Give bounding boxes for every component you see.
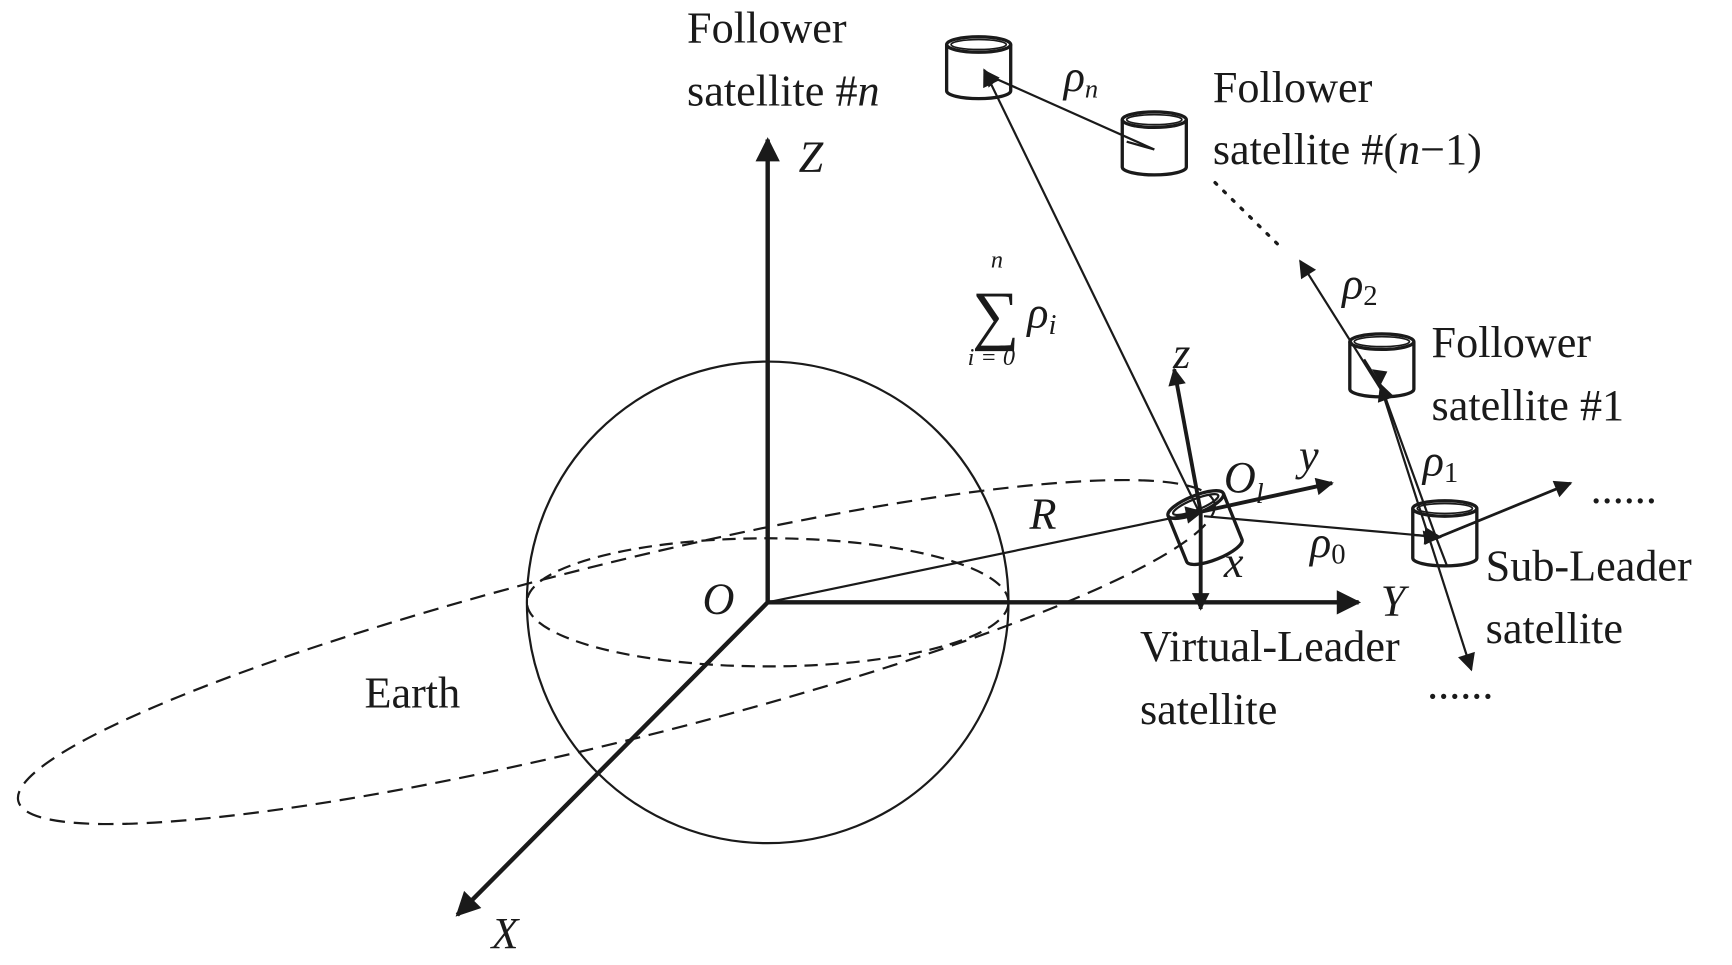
follower-1-label-line1: Follower xyxy=(1432,318,1592,367)
local-z-axis xyxy=(1168,367,1203,513)
z-axis-label: Z xyxy=(799,133,824,182)
sum-term-sub: i xyxy=(1048,309,1056,341)
ellipsis-bottom: ...... xyxy=(1427,659,1493,708)
rho-n-sub: n xyxy=(1085,74,1098,104)
follower-n1-label-line1: Follower xyxy=(1213,63,1373,112)
follower-n-text: satellite # xyxy=(687,66,857,115)
rho2-vector xyxy=(1299,259,1382,390)
local-origin-label: Ol xyxy=(1224,453,1264,510)
origin-label: O xyxy=(703,574,735,623)
follower-n-minus-1-satellite-icon xyxy=(1120,110,1188,177)
local-z-label: z xyxy=(1172,329,1190,378)
follower-n-index: n xyxy=(858,66,880,115)
rho1-sub: 1 xyxy=(1444,457,1458,489)
rho0-vector xyxy=(1203,515,1443,545)
follower-n-arrowhead xyxy=(984,69,1000,88)
local-origin-sub: l xyxy=(1256,478,1264,510)
follower-1-label-line2: satellite #1 xyxy=(1432,381,1625,430)
sub-leader-satellite-icon xyxy=(1411,499,1479,568)
local-y-label: y xyxy=(1295,431,1319,480)
virtual-leader-label-line1: Virtual-Leader xyxy=(1140,622,1400,671)
rho2-sub: 2 xyxy=(1363,280,1377,312)
rho2-label: ρ2 xyxy=(1340,260,1378,313)
x-axis xyxy=(455,600,770,917)
sum-upper-limit: n xyxy=(991,247,1003,274)
follower-n-label-line1: Follower xyxy=(687,3,847,52)
local-origin-O: O xyxy=(1224,453,1256,502)
follower-1-satellite-icon xyxy=(1348,332,1416,399)
sum-term-rho: ρ xyxy=(1025,288,1048,337)
radius-vector xyxy=(767,506,1204,604)
rho1-symbol: ρ xyxy=(1421,436,1444,485)
rho-n-link xyxy=(988,74,1155,151)
ellipsis-right: ...... xyxy=(1591,464,1657,513)
follower-n-label-line2: satellite #n xyxy=(687,66,880,115)
sigma-symbol: ∑ xyxy=(972,279,1019,352)
radius-label: R xyxy=(1028,489,1056,538)
rho0-label: ρ0 xyxy=(1308,518,1346,571)
dotted-link xyxy=(1213,180,1281,248)
sum-lower-limit: i = 0 xyxy=(968,344,1015,371)
rho1-label: ρ1 xyxy=(1421,436,1459,489)
sum-rho-label: ∑ n i = 0 ρi xyxy=(968,247,1057,371)
sum-term: ρi xyxy=(1025,288,1056,341)
earth-label: Earth xyxy=(365,668,461,717)
local-x-label: x xyxy=(1223,538,1244,587)
follower-n-satellite-icon xyxy=(944,35,1013,101)
sub-leader-down-vector xyxy=(1379,386,1475,672)
rho2-symbol: ρ xyxy=(1340,260,1363,309)
rho-n-label: ρn xyxy=(1062,52,1098,104)
sub-leader-label-line2: satellite xyxy=(1486,604,1623,653)
rho0-symbol: ρ xyxy=(1308,518,1331,567)
follower-n1-label-line2: satellite #(n−1) xyxy=(1213,125,1482,174)
sum-rho-vector xyxy=(983,68,1200,512)
rho-n-symbol: ρ xyxy=(1062,52,1085,101)
y-axis-label: Y xyxy=(1381,577,1410,626)
follower-n1-text-b: −1) xyxy=(1420,125,1482,174)
rho0-sub: 0 xyxy=(1331,539,1345,571)
follower-n1-index: n xyxy=(1398,125,1420,174)
sub-leader-label-line1: Sub-Leader xyxy=(1486,541,1692,590)
x-axis-label: X xyxy=(490,909,521,958)
virtual-leader-label-line2: satellite xyxy=(1140,685,1277,734)
local-y-axis xyxy=(1200,477,1334,514)
follower-n1-text-a: satellite #( xyxy=(1213,125,1398,174)
